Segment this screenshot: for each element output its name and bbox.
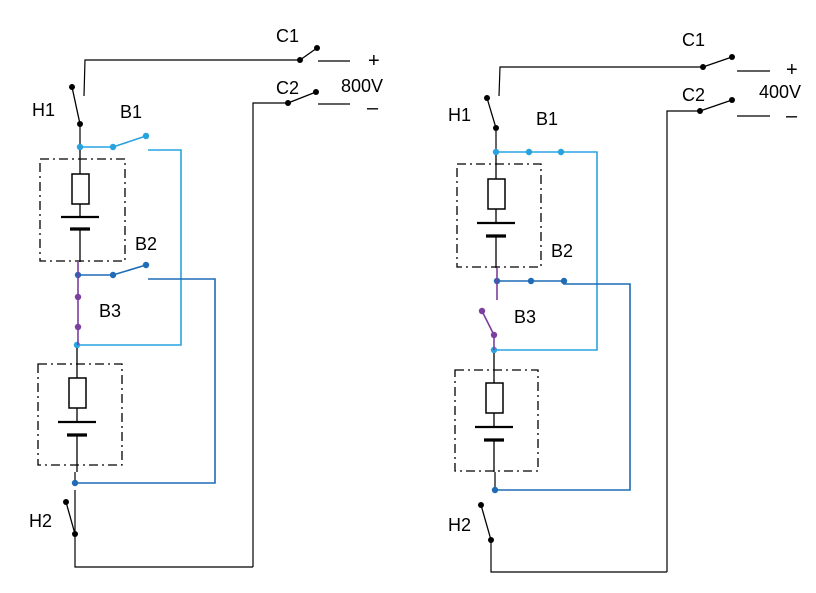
left-minus-sign: – (367, 97, 379, 119)
left-b3-switch (74, 262, 82, 345)
right-c2-label: C2 (682, 85, 705, 105)
right-c1-label: C1 (682, 30, 705, 50)
right-upper-battery-module (456, 155, 542, 268)
left-b2-label: B2 (135, 234, 157, 254)
left-lower-battery-module (37, 348, 123, 472)
right-c2-switch (697, 97, 770, 117)
right-b1-label: B1 (536, 109, 558, 129)
left-c1-switch (297, 45, 350, 63)
right-h1-label: H1 (448, 105, 471, 125)
left-plus-sign: + (368, 50, 380, 72)
left-voltage-label: 800V (341, 76, 383, 96)
left-h1-switch (69, 84, 83, 127)
right-voltage-label: 400V (759, 82, 801, 102)
left-h2-label: H2 (29, 511, 52, 531)
right-b1-path (490, 148, 598, 354)
left-b3-label: B3 (99, 301, 121, 321)
right-b3-switch (478, 268, 498, 350)
right-h2-switch (478, 472, 496, 543)
left-b2-path (71, 261, 216, 487)
right-b2-path (491, 277, 631, 494)
right-circuit-parallel-400v: C1 C2 + 400V – H1 B1 B2 B3 H2 (448, 30, 801, 573)
left-black-wiring (74, 59, 300, 568)
right-b3-label: B3 (514, 307, 536, 327)
left-c2-switch (285, 89, 350, 106)
right-minus-sign: – (786, 105, 798, 127)
right-c1-switch (700, 54, 770, 72)
right-h1-switch (484, 95, 499, 131)
left-circuit-series-800v: C1 C2 + 800V – H1 B1 B2 B3 H2 (29, 26, 383, 568)
left-c1-label: C1 (276, 26, 299, 46)
right-black-wiring (490, 66, 703, 573)
right-b2-label: B2 (551, 241, 573, 261)
right-plus-sign: + (786, 59, 798, 81)
left-h1-label: H1 (32, 100, 55, 120)
right-h2-label: H2 (448, 515, 471, 535)
left-upper-battery-module (39, 150, 126, 262)
left-c2-label: C2 (276, 78, 299, 98)
left-b1-path (73, 132, 182, 349)
left-b1-label: B1 (120, 102, 142, 122)
right-lower-battery-module (454, 353, 539, 472)
